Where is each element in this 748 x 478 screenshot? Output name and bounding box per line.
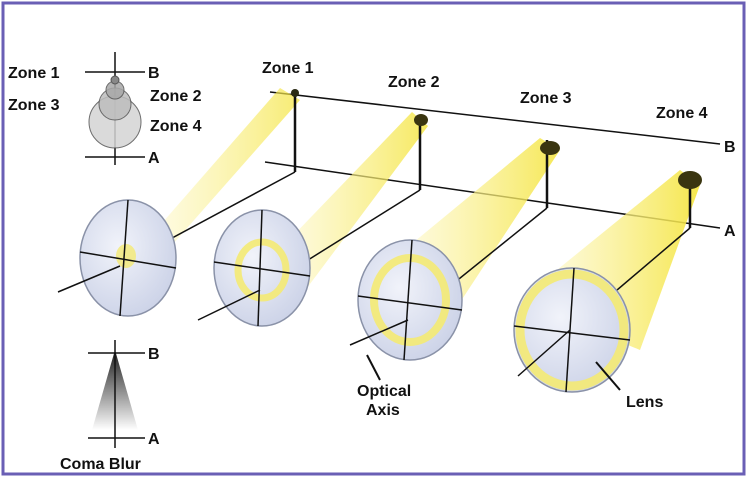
lens-4 xyxy=(513,267,631,393)
coma-blur-legend xyxy=(88,340,145,448)
optical-axis-pointer xyxy=(366,354,381,381)
zone-3-label: Zone 3 xyxy=(520,90,572,107)
legend-zone1-label: Zone 1 xyxy=(8,65,60,82)
optical-axis-label-line2: Axis xyxy=(366,402,400,419)
optical-axis-label-line1: Optical xyxy=(357,383,411,400)
zone-2-label: Zone 2 xyxy=(388,74,440,91)
legend-zone4-label: Zone 4 xyxy=(150,118,202,135)
focal-spot-1 xyxy=(291,89,299,97)
lens-label: Lens xyxy=(626,394,663,411)
focal-spot-2 xyxy=(414,114,428,126)
legend-b-label: B xyxy=(148,65,160,82)
lens-2 xyxy=(197,209,311,327)
plane-b-line xyxy=(269,91,721,145)
coma-b-label: B xyxy=(148,346,160,363)
lens-1 xyxy=(57,199,177,317)
plane-a-label: A xyxy=(724,223,736,240)
zone-1-label: Zone 1 xyxy=(262,60,314,77)
coma-blur-caption: Coma Blur xyxy=(60,456,141,473)
beam-zone-1 xyxy=(128,88,300,270)
legend-zone3-label: Zone 3 xyxy=(8,97,60,114)
zone-4-label: Zone 4 xyxy=(656,105,708,122)
lens-3 xyxy=(349,239,463,361)
focal-spot-3 xyxy=(540,141,560,155)
coma-a-label: A xyxy=(148,431,160,448)
focal-spot-4 xyxy=(678,171,702,189)
lens-pointer xyxy=(595,361,621,391)
plane-b-label: B xyxy=(724,139,736,156)
legend-a-label: A xyxy=(148,150,160,167)
zone-legend xyxy=(85,52,145,165)
legend-zone2-label: Zone 2 xyxy=(150,88,202,105)
